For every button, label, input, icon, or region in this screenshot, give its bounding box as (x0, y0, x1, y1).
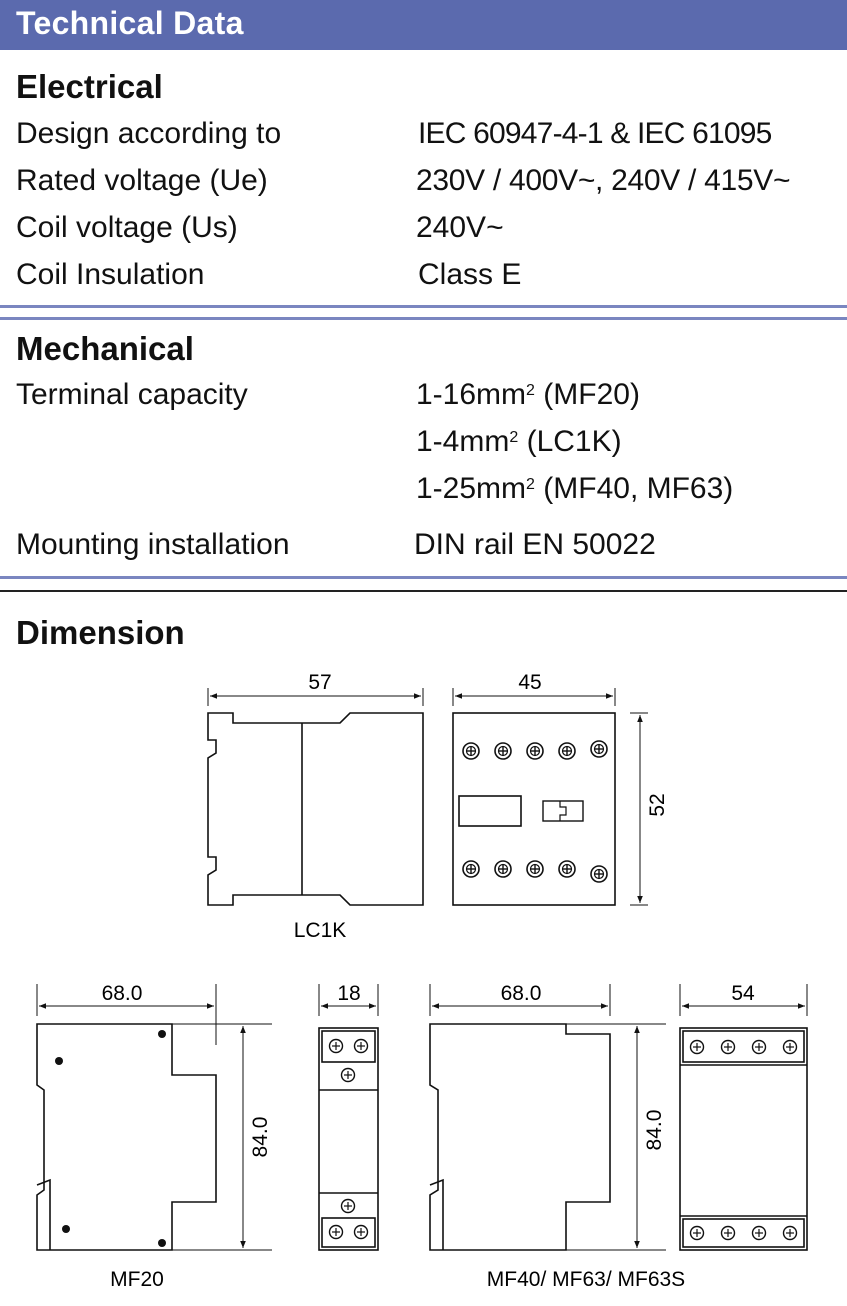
row-label-rated-voltage: Rated voltage (Ue) (16, 164, 268, 197)
row-label-coil-insulation: Coil Insulation (16, 258, 205, 291)
section-divider (0, 305, 847, 308)
lc1k-front-width-label: 45 (518, 671, 541, 694)
lc1k-width-label: 57 (308, 671, 331, 694)
mf20-rivet (158, 1239, 166, 1247)
electrical-title: Electrical (16, 68, 163, 105)
mf40-front-width-dimension (679, 984, 808, 1016)
page-title: Technical Data (16, 5, 244, 41)
row-label-coil-voltage: Coil voltage (Us) (16, 211, 238, 244)
mf20-width-dimension (36, 984, 217, 1045)
mf20-caption: MF20 (110, 1268, 164, 1291)
row-label-design: Design according to (16, 117, 282, 150)
mf40-width-label: 68.0 (501, 982, 542, 1005)
section-divider (0, 576, 847, 579)
row-value-terminal-mf20: 1-16mm2 (MF20) (416, 378, 640, 411)
section-divider (0, 317, 847, 320)
dimension-title: Dimension (16, 614, 185, 651)
mf20-side-view (36, 1023, 217, 1251)
mf20-width-label: 68.0 (102, 982, 143, 1005)
mf20-rivet (55, 1057, 63, 1065)
row-value-terminal-mf40: 1-25mm2 (MF40, MF63) (416, 472, 734, 505)
mf40-caption: MF40/ MF63/ MF63S (487, 1268, 685, 1291)
section-divider (0, 590, 847, 592)
mf40-front-width-label: 54 (731, 982, 755, 1005)
mf40-height-dimension (566, 1023, 666, 1251)
header-banner: Technical Data (0, 0, 847, 50)
mf20-front-width-label: 18 (337, 982, 360, 1005)
mechanical-title: Mechanical (16, 330, 194, 367)
row-value-terminal-lc1k: 1-4mm2 (LC1K) (416, 425, 622, 458)
row-value-mounting: DIN rail EN 50022 (414, 528, 656, 561)
row-value-coil-voltage: 240V~ (416, 211, 504, 244)
row-value-coil-insulation: Class E (418, 258, 522, 291)
lc1k-front-width-dimension (452, 688, 616, 706)
mf20-height-dimension (172, 1023, 272, 1251)
mf40-height-label: 84.0 (643, 1110, 666, 1151)
row-label-mounting: Mounting installation (16, 528, 290, 561)
row-label-terminal-capacity: Terminal capacity (16, 378, 248, 411)
lc1k-height-label: 52 (646, 793, 669, 816)
row-value-design: IEC 60947-4-1 & IEC 61095 (418, 117, 772, 150)
mf40-width-dimension (429, 984, 611, 1016)
row-value-rated-voltage: 230V / 400V~, 240V / 415V~ (416, 164, 791, 197)
mf20-height-label: 84.0 (249, 1117, 272, 1158)
mf20-front-view (318, 1027, 379, 1251)
lc1k-front-view (452, 712, 616, 906)
mf20-front-width-dimension (318, 984, 379, 1016)
mf40-front-view (679, 1027, 808, 1251)
lc1k-width-dimension (207, 688, 424, 706)
mf40-side-view (429, 1023, 611, 1251)
lc1k-side-view (207, 712, 424, 906)
lc1k-caption: LC1K (294, 919, 347, 942)
mf20-rivet (62, 1225, 70, 1233)
lc1k-height-dimension (630, 712, 648, 906)
mf20-rivet (158, 1030, 166, 1038)
